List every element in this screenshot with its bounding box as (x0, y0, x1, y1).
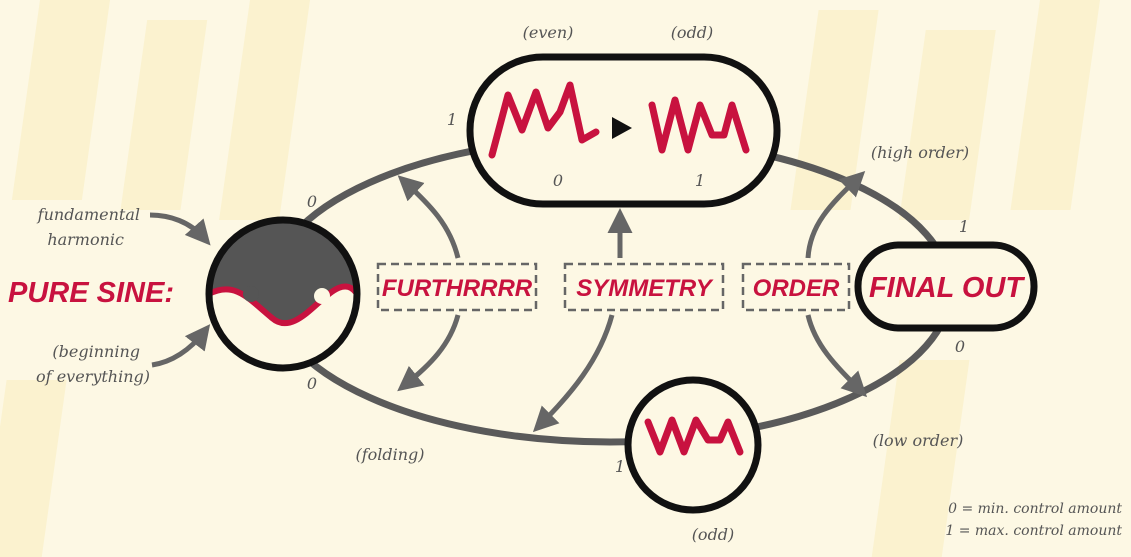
high-order-annotation: (high order) (871, 143, 969, 162)
marker-top-0: 0 (307, 192, 317, 211)
page-title: PURE SINE: (8, 277, 174, 309)
control-arrows (149, 171, 868, 433)
furthrrrr-label: FURTHRRRR (382, 275, 533, 302)
marker-bot-0: 0 (307, 374, 317, 393)
fundamental-pointer (149, 212, 211, 246)
marker-top-1: 1 (447, 110, 457, 129)
harmonic-annotation: harmonic (47, 230, 124, 249)
beginning-annotation: (beginning (52, 342, 140, 361)
marker-out-1: 1 (959, 217, 969, 236)
low-order-annotation: (low order) (873, 431, 964, 450)
everything-annotation: of everything) (36, 367, 150, 386)
marker-circle-1: 1 (615, 457, 625, 476)
symmetry-control-box (563, 262, 725, 312)
bottom-waveform-circle (624, 376, 762, 514)
marker-pill-1: 1 (695, 171, 705, 190)
symmetry-label: SYMMETRY (576, 275, 714, 302)
marker-out-0: 0 (955, 337, 965, 356)
odd-bottom-annotation: (odd) (692, 525, 735, 544)
legend-min: 0 = min. control amount (948, 501, 1122, 517)
symmetry-arrow-down (532, 314, 615, 433)
furthrrrr-arrow-down (397, 314, 461, 392)
background-watermark (0, 0, 1100, 557)
marker-pill-0: 0 (553, 171, 563, 190)
legend-max: 1 = max. control amount (945, 523, 1122, 539)
even-annotation: (even) (523, 23, 574, 42)
final-out-pill (854, 241, 1038, 332)
fundamental-annotation: fundamental (37, 205, 140, 224)
order-arrow-up (805, 171, 866, 259)
beginning-pointer (151, 324, 211, 368)
order-control-box (741, 262, 851, 312)
furthrrrr-arrow-up (397, 175, 461, 259)
odd-waveform-icon (648, 96, 750, 154)
furthrrrr-control-box (376, 262, 538, 312)
play-triangle-icon (612, 117, 632, 139)
order-arrow-down (805, 314, 868, 398)
odd-top-annotation: (odd) (671, 23, 714, 42)
even-waveform-icon (488, 81, 600, 159)
order-label: ORDER (753, 275, 840, 302)
final-out-label: FINAL OUT (869, 272, 1025, 304)
pure-sine-symbol (205, 216, 361, 372)
folding-annotation: (folding) (355, 445, 424, 464)
bottom-odd-waveform-icon (644, 416, 744, 456)
